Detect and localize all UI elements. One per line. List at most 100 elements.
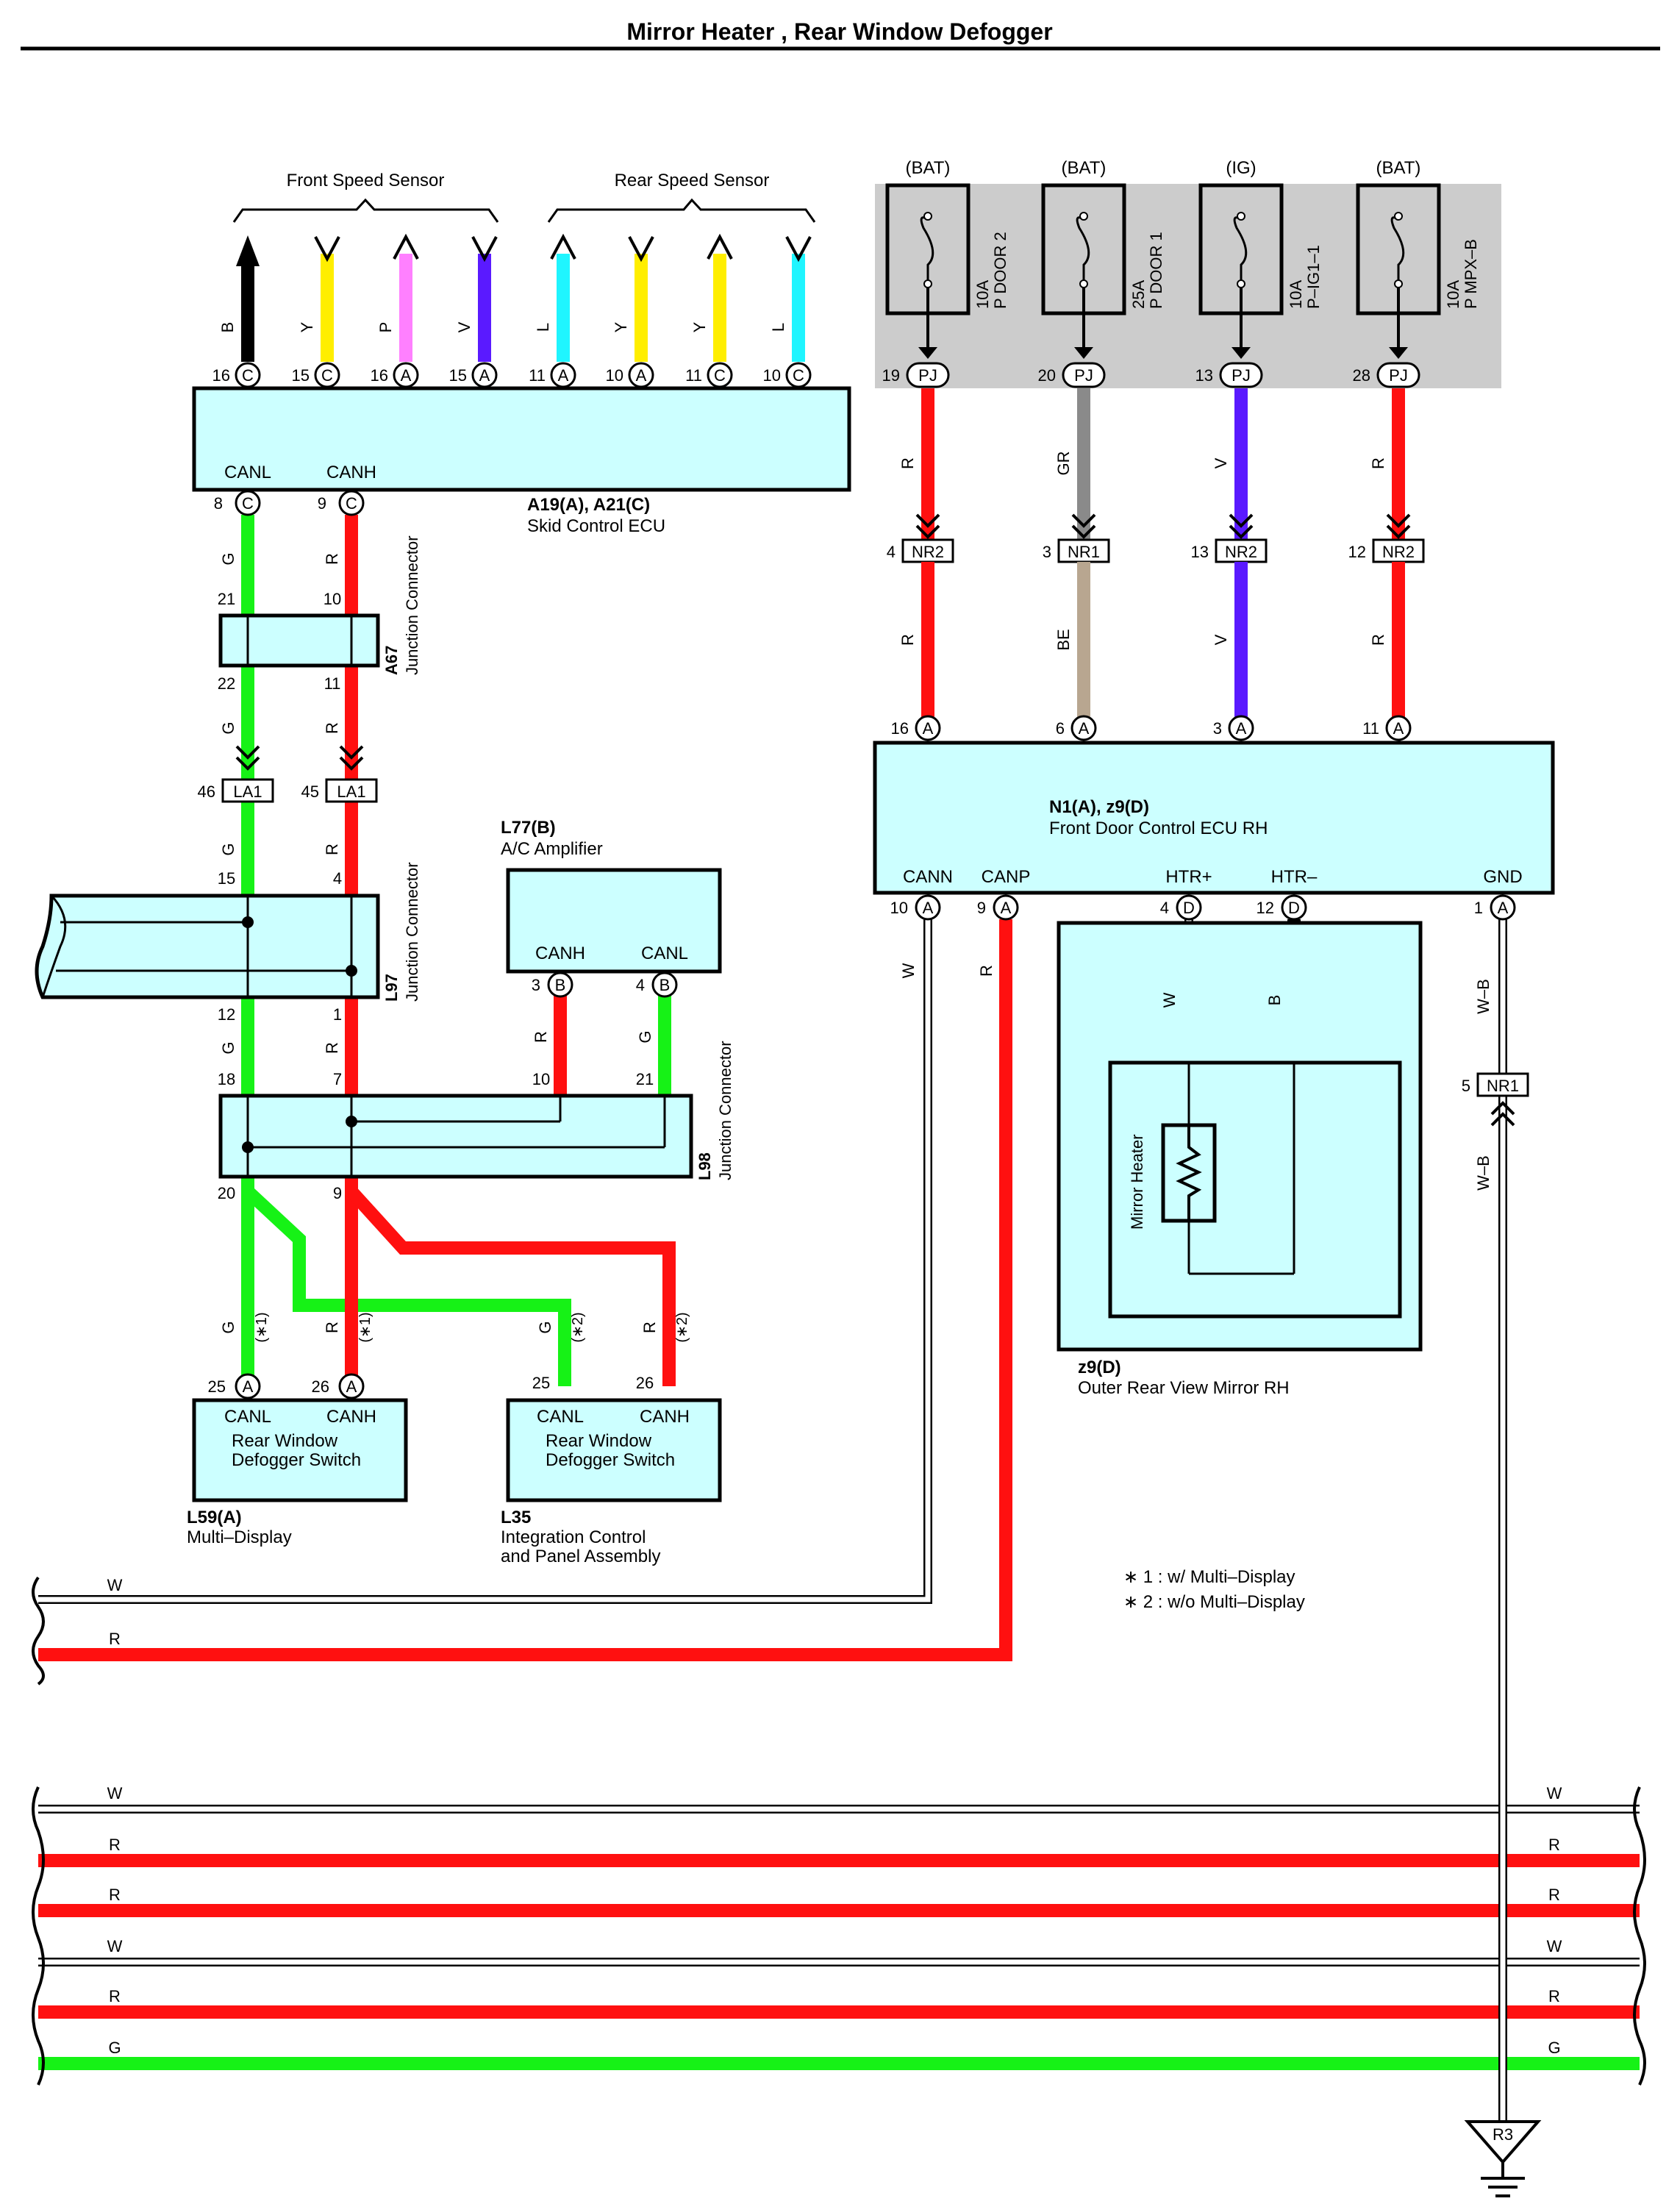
l35-code: L35 <box>501 1508 531 1527</box>
l35-canh-label: CANH <box>640 1407 690 1427</box>
svg-text:9: 9 <box>977 899 986 917</box>
ecu-pin-3: 3 <box>1213 719 1222 738</box>
fuse-source-4: (BAT) <box>1376 158 1421 178</box>
svg-text:12: 12 <box>1257 899 1274 917</box>
l77-canh-label: CANH <box>535 944 585 963</box>
speed-sensor-group: Front Speed Sensor Rear Speed Sensor BC1… <box>212 171 817 415</box>
nr1-ground-connector: NR1 5 <box>1462 1072 1529 1127</box>
heater-zigzag <box>1176 1125 1202 1221</box>
a67-pin-10: 10 <box>324 590 341 608</box>
svg-text:C: C <box>714 366 726 385</box>
fuse-source-2: (BAT) <box>1062 158 1107 178</box>
bus-wire-label-right-2: R <box>1548 1836 1560 1854</box>
svg-text:A: A <box>243 1377 254 1396</box>
skid-canh-pin: 9 C <box>318 490 365 516</box>
l77-canl-label: CANL <box>641 944 688 963</box>
svg-text:3: 3 <box>532 976 540 994</box>
fuse-amp-3: 10A <box>1287 280 1305 309</box>
rear-speed-sensor-label: Rear Speed Sensor <box>615 171 770 190</box>
l77-name: A/C Amplifier <box>501 839 603 859</box>
sensor-wire-label-5: L <box>534 323 552 332</box>
note-2: ∗ 2 : w/o Multi–Display <box>1123 1592 1305 1612</box>
fuse-amp-2: 25A <box>1129 280 1148 309</box>
svg-text:LA1: LA1 <box>337 782 365 801</box>
l35-canl-label: CANL <box>537 1407 584 1427</box>
rear-sensor-brace <box>547 198 816 223</box>
door-ecu-htrm-pin: 12 D <box>1257 894 1307 921</box>
skid-ecu-code: A19(A), A21(C) <box>527 495 650 515</box>
svg-text:45: 45 <box>301 782 319 801</box>
svg-text:A: A <box>923 899 934 917</box>
door-ecu-htrm-label: HTR– <box>1271 867 1318 887</box>
note-1: ∗ 1 : w/ Multi–Display <box>1123 1567 1295 1587</box>
fuse-pin-1: 19 <box>882 366 900 385</box>
bus-wire-label-right-1: W <box>1547 1784 1562 1802</box>
fuse-wire2-label-4: R <box>1369 634 1387 646</box>
bus-wire-label-left-2: R <box>109 1836 121 1854</box>
door-ecu-canp-label: CANP <box>982 867 1031 887</box>
sensor-pin-6: 10 <box>606 366 623 385</box>
break-mark-upper <box>32 1576 45 1686</box>
sensor-wire-label-6: Y <box>612 321 630 332</box>
note-mark-1b: (∗1) <box>357 1312 373 1342</box>
mirror-name: Outer Rear View Mirror RH <box>1078 1378 1290 1398</box>
l59-canh-pin: 26 A <box>312 1373 365 1399</box>
fuse-amp-4: 10A <box>1444 280 1462 309</box>
svg-text:A: A <box>1001 899 1012 917</box>
l77-code: L77(B) <box>501 818 556 838</box>
svg-text:C: C <box>346 494 357 513</box>
htrm-wire-label: B <box>1265 995 1284 1006</box>
bus-wire-label-right-5: R <box>1548 1987 1560 2005</box>
l59-line1: Rear Window <box>232 1431 338 1451</box>
l59-canh-label: CANH <box>326 1407 376 1427</box>
skid-ecu-name: Skid Control ECU <box>527 516 665 536</box>
fuse-wire2-label-2: BE <box>1054 629 1073 650</box>
l98-code: L98 <box>696 1152 714 1180</box>
svg-text:9: 9 <box>318 494 326 513</box>
svg-text:4: 4 <box>636 976 645 994</box>
l59-code: L59(A) <box>187 1508 242 1527</box>
svg-text:5: 5 <box>1462 1077 1470 1095</box>
svg-text:4: 4 <box>1160 899 1169 917</box>
break-wire-label-w: W <box>107 1576 123 1594</box>
a67-name: Junction Connector <box>403 535 421 675</box>
fuse-link-1 <box>920 216 934 281</box>
svg-text:LA1: LA1 <box>233 782 262 801</box>
door-ecu-cann-label: CANN <box>903 867 953 887</box>
fuse-name-4: P MPX–B <box>1462 239 1480 309</box>
svg-text:C: C <box>242 366 254 385</box>
sensor-wire-label-3: P <box>376 322 395 333</box>
cann-wire-label: W <box>899 963 918 978</box>
fuse-name-3: P–IG1–1 <box>1304 245 1323 309</box>
gnd-wire-label-2: W–B <box>1474 1155 1493 1191</box>
svg-text:C: C <box>321 366 333 385</box>
front-speed-sensor-label: Front Speed Sensor <box>287 171 445 190</box>
svg-text:C: C <box>242 494 254 513</box>
bus-wire-label-right-4: W <box>1547 1937 1562 1955</box>
l35-line2: Defogger Switch <box>546 1450 675 1470</box>
fuse-nr-3: NR2 <box>1225 543 1257 561</box>
door-ecu-name: Front Door Control ECU RH <box>1049 819 1268 838</box>
svg-text:A: A <box>346 1377 357 1396</box>
fuse-name-2: P DOOR 1 <box>1147 232 1165 309</box>
svg-text:A: A <box>1236 719 1247 738</box>
front-sensor-brace <box>232 198 499 223</box>
svg-text:D: D <box>1288 899 1300 917</box>
skid-canl-pin: 8 C <box>214 490 261 516</box>
page-title: Mirror Heater , Rear Window Defogger <box>626 18 1052 45</box>
svg-text:PJ: PJ <box>1074 366 1093 385</box>
l35-name1: Integration Control <box>501 1527 646 1547</box>
fuse-link-3 <box>1233 216 1248 281</box>
l77-canh-pin: 3 B <box>532 971 573 998</box>
l59-name: Multi–Display <box>187 1527 292 1547</box>
svg-text:A: A <box>1498 899 1509 917</box>
sensor-wire-label-4: V <box>455 321 473 332</box>
l98-pin-21: 21 <box>636 1070 654 1088</box>
ground-symbol: R3 <box>1464 2120 1542 2197</box>
note-mark-1a: (∗1) <box>254 1312 270 1342</box>
sensor-pin-4: 15 <box>449 366 467 385</box>
svg-text:B: B <box>555 976 566 994</box>
multi-display-box <box>192 1398 408 1502</box>
